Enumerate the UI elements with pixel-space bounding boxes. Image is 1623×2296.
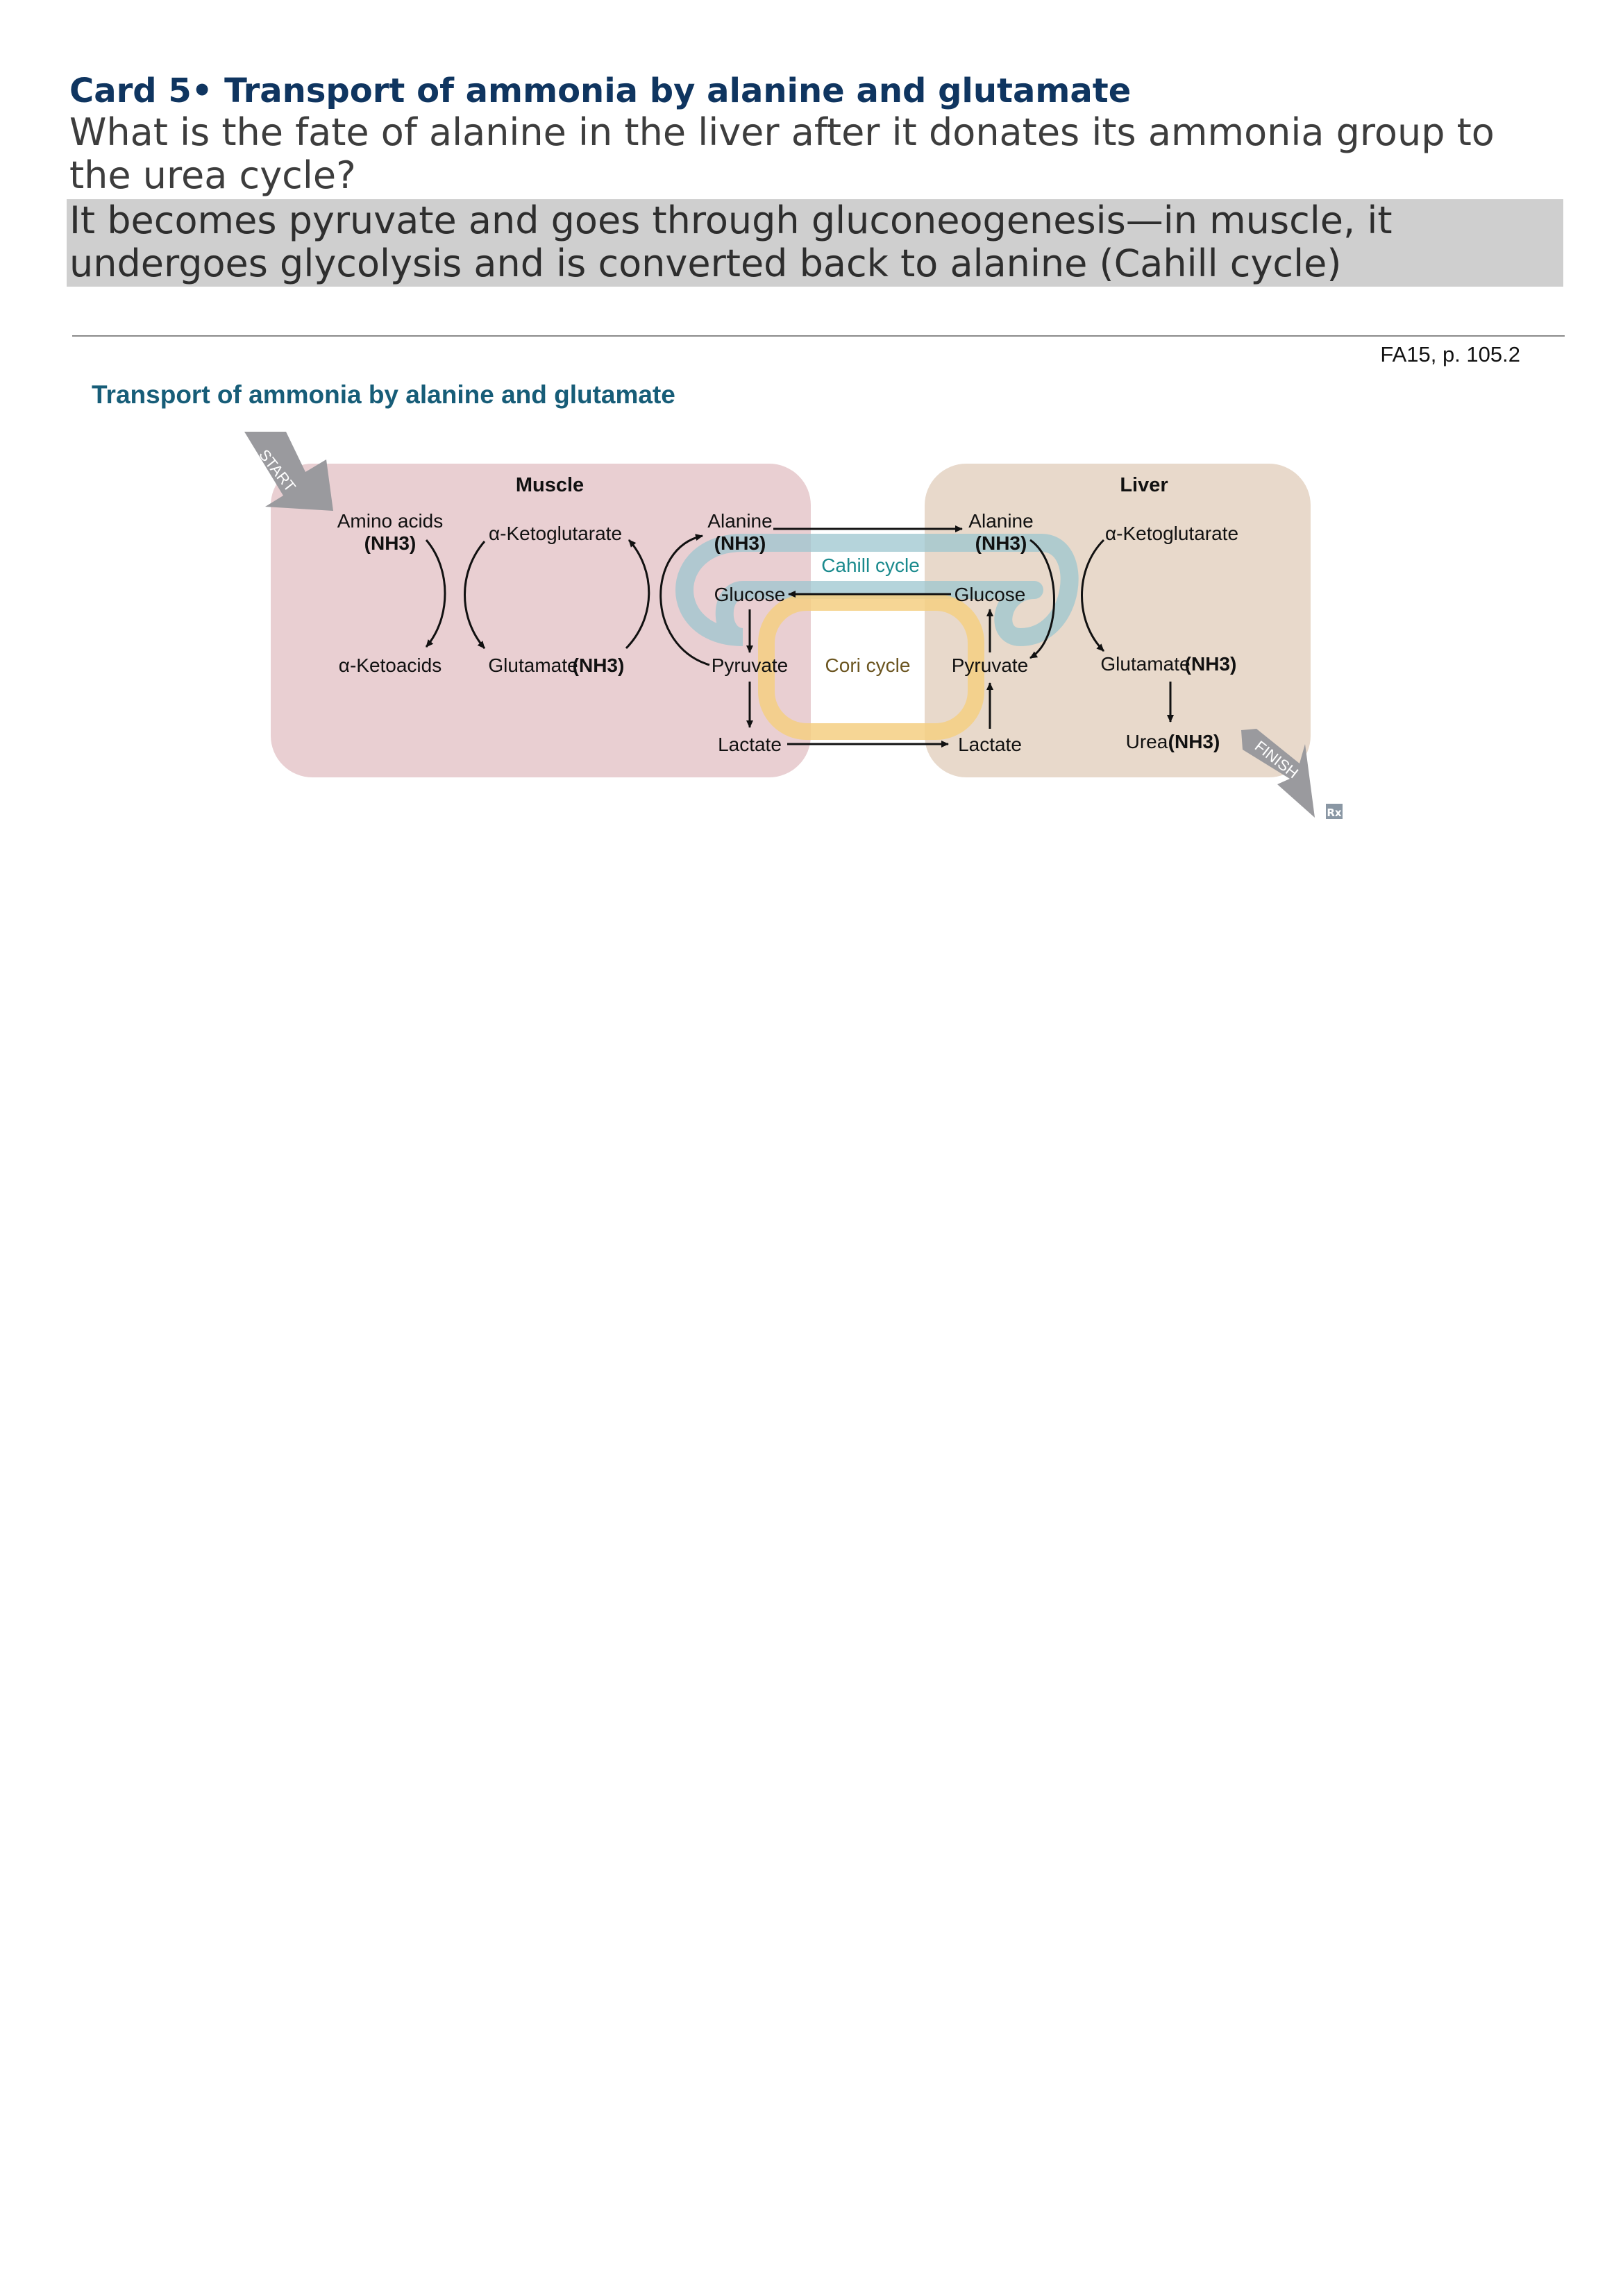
figure-title: Transport of ammonia by alanine and glut…	[92, 380, 675, 409]
reference-text: FA15, p. 105.2	[1380, 342, 1520, 366]
liver-aketoglutarate: α-Ketoglutarate	[1105, 523, 1238, 544]
muscle-alanine-nh3: (NH3)	[714, 532, 766, 554]
liver-urea-nh3: (NH3)	[1168, 731, 1220, 752]
divider	[72, 335, 1565, 337]
muscle-compartment	[271, 464, 811, 777]
ammonia-transport-diagram: START FINISH Muscle Liver Amino acids (N…	[244, 432, 1343, 819]
muscle-aketoacids: α-Ketoacids	[339, 655, 442, 676]
liver-header: Liver	[1120, 474, 1168, 496]
muscle-glutamate: Glutamate	[488, 655, 578, 676]
liver-pyruvate: Pyruvate	[952, 655, 1029, 676]
muscle-header: Muscle	[516, 474, 584, 496]
liver-glucose: Glucose	[955, 584, 1026, 605]
cahill-cycle-label: Cahill cycle	[821, 555, 920, 576]
liver-glutamate: Glutamate	[1100, 653, 1190, 675]
muscle-amino-nh3: (NH3)	[364, 532, 417, 554]
muscle-pyruvate-to-alanine-arrow	[659, 534, 710, 666]
cahill-cycle-band	[675, 534, 1079, 646]
muscle-glucose: Glucose	[714, 584, 786, 605]
liver-alanine-nh3: (NH3)	[975, 532, 1027, 554]
muscle-aketoglutarate: α-Ketoglutarate	[489, 523, 622, 544]
question-text: What is the fate of alanine in the liver…	[69, 110, 1495, 197]
cori-cycle-band	[758, 594, 984, 740]
liver-lactate: Lactate	[958, 734, 1022, 755]
start-arrow: START	[244, 432, 333, 511]
card-title: Card 5• Transport of ammonia by alanine …	[69, 71, 1132, 110]
rx-logo: Rx	[1326, 804, 1343, 819]
rx-label: Rx	[1327, 807, 1342, 819]
muscle-pyruvate: Pyruvate	[712, 655, 789, 676]
liver-urea: Urea	[1126, 731, 1168, 752]
muscle-amino-acids: Amino acids	[337, 510, 444, 532]
liver-glutamate-nh3: (NH3)	[1185, 653, 1237, 675]
liver-alanine-to-pyruvate-arrow	[1029, 539, 1055, 659]
liver-akg-to-glutamate-arrow	[1081, 539, 1105, 652]
muscle-glutamate-to-akg-arrow	[625, 539, 650, 650]
cori-cycle-label: Cori cycle	[825, 655, 911, 676]
muscle-akg-to-glutamate-arrow	[464, 541, 486, 649]
muscle-glutamate-nh3: (NH3)	[573, 655, 625, 676]
answer-text: It becomes pyruvate and goes through glu…	[67, 199, 1563, 287]
liver-alanine: Alanine	[968, 510, 1033, 532]
muscle-lactate: Lactate	[718, 734, 782, 755]
muscle-aa-to-ketoacid-arrow	[425, 539, 446, 648]
muscle-alanine: Alanine	[707, 510, 772, 532]
